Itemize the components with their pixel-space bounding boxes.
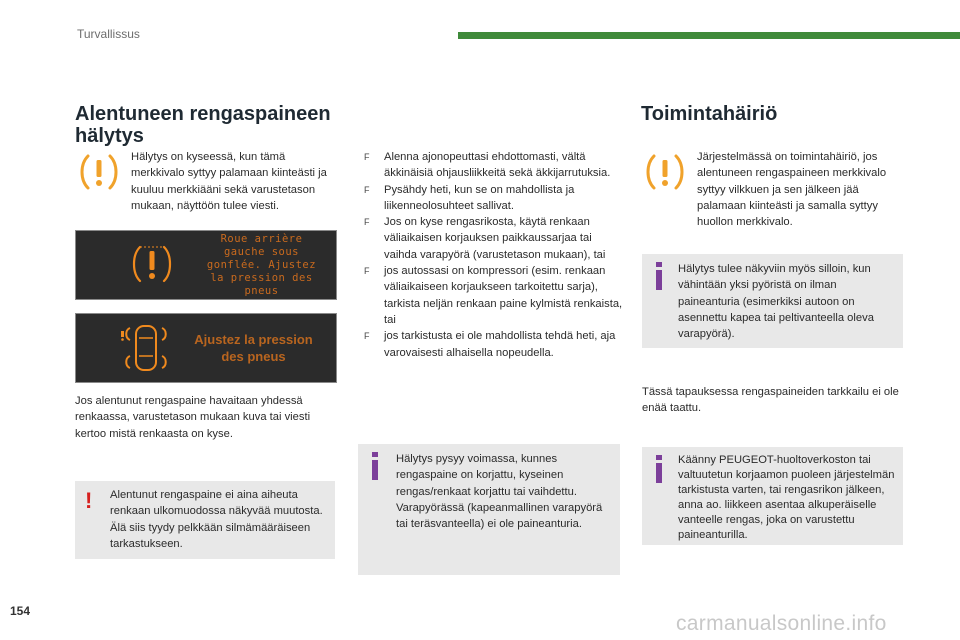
left-intro: Hälytys on kyseessä, kun tämä merkkivalo… <box>131 151 327 212</box>
bullet-marker: F <box>364 184 370 195</box>
bullet-marker: F <box>364 266 370 277</box>
exclamation-icon: ! <box>85 488 93 513</box>
info-note-box: Hälytys tulee näkyviin myös silloin, kun… <box>642 254 903 348</box>
right-heading: Toimintahäiriö <box>641 103 778 125</box>
tyre-pressure-warning-icon <box>128 241 176 292</box>
info-icon <box>372 452 378 480</box>
display-line: la pression des <box>210 272 313 284</box>
left-detection-text: Jos alentunut rengaspaine havaitaan yhde… <box>75 395 311 440</box>
watermark: carmanualsonline.info <box>676 612 887 635</box>
info-note-box: Hälytys pysyy voimassa, kunnes rengaspai… <box>358 444 620 575</box>
display-image-2: Ajustez la pression des pneus <box>75 313 337 383</box>
display-line: Ajustez la pression <box>194 332 313 347</box>
info-note-text: Hälytys pysyy voimassa, kunnes rengaspai… <box>396 453 603 531</box>
list-item: F Pysähdy heti, kun se on mahdollista ja … <box>360 182 623 215</box>
display-message-2: Ajustez la pression des pneus <box>176 331 331 365</box>
left-heading: Alentuneen rengaspaineen hälytys <box>75 103 331 147</box>
warning-note-box: ! Alentunut rengaspaine ei aina aiheuta … <box>75 481 335 559</box>
page-number: 154 <box>10 604 31 618</box>
display-line: gonflée. Ajustez <box>206 259 317 271</box>
right-body-text: Tässä tapauksessa rengaspaineiden tarkka… <box>642 386 899 415</box>
display-line: des pneus <box>221 349 286 364</box>
list-item-text: jos autossasi on kompressori (esim. renk… <box>384 265 623 326</box>
display-message-1: Roue arrière gauche sous gonflée. Ajuste… <box>194 233 329 298</box>
list-item-text: Pysähdy heti, kun se on mahdollista ja l… <box>384 183 575 212</box>
tyre-pressure-warning-icon <box>77 152 121 192</box>
right-intro: Järjestelmässä on toimintahäiriö, jos al… <box>697 151 887 229</box>
list-item: F Jos on kyse rengasrikosta, käytä renkaa… <box>360 214 623 263</box>
display-line: gauche sous <box>223 246 300 258</box>
info-note-box: Käänny PEUGEOT-huoltoverkoston tai valtu… <box>642 447 903 545</box>
display-line: Roue arrière <box>220 233 303 245</box>
display-image-1: Roue arrière gauche sous gonflée. Ajuste… <box>75 230 337 300</box>
info-icon <box>656 262 662 290</box>
bullet-marker: F <box>364 217 370 228</box>
bullet-marker: F <box>364 152 370 162</box>
action-list: F Alenna ajonopeuttasi ehdottomasti, vält… <box>360 149 623 361</box>
list-item-text: Jos on kyse rengasrikosta, käytä renkaan… <box>384 216 606 261</box>
warning-note-text: Alentunut rengaspaine ei aina aiheuta re… <box>110 489 323 550</box>
info-icon <box>656 455 662 483</box>
list-item: F Alenna ajonopeuttasi ehdottomasti, vält… <box>360 149 623 182</box>
list-item-text: jos tarkistusta ei ole mahdollista tehdä… <box>384 330 616 359</box>
tyre-pressure-warning-icon <box>643 152 687 192</box>
list-item-text: Alenna ajonopeuttasi ehdottomasti, vältä… <box>384 151 611 180</box>
section-label: Turvallissus <box>77 27 140 41</box>
car-topview-icon <box>116 320 176 381</box>
info-note-text: Hälytys tulee näkyviin myös silloin, kun… <box>678 263 874 341</box>
info-note-text: Käänny PEUGEOT-huoltoverkoston tai valtu… <box>678 454 895 541</box>
top-rule <box>458 32 960 39</box>
bullet-marker: F <box>364 331 370 342</box>
display-line: pneus <box>244 285 279 297</box>
